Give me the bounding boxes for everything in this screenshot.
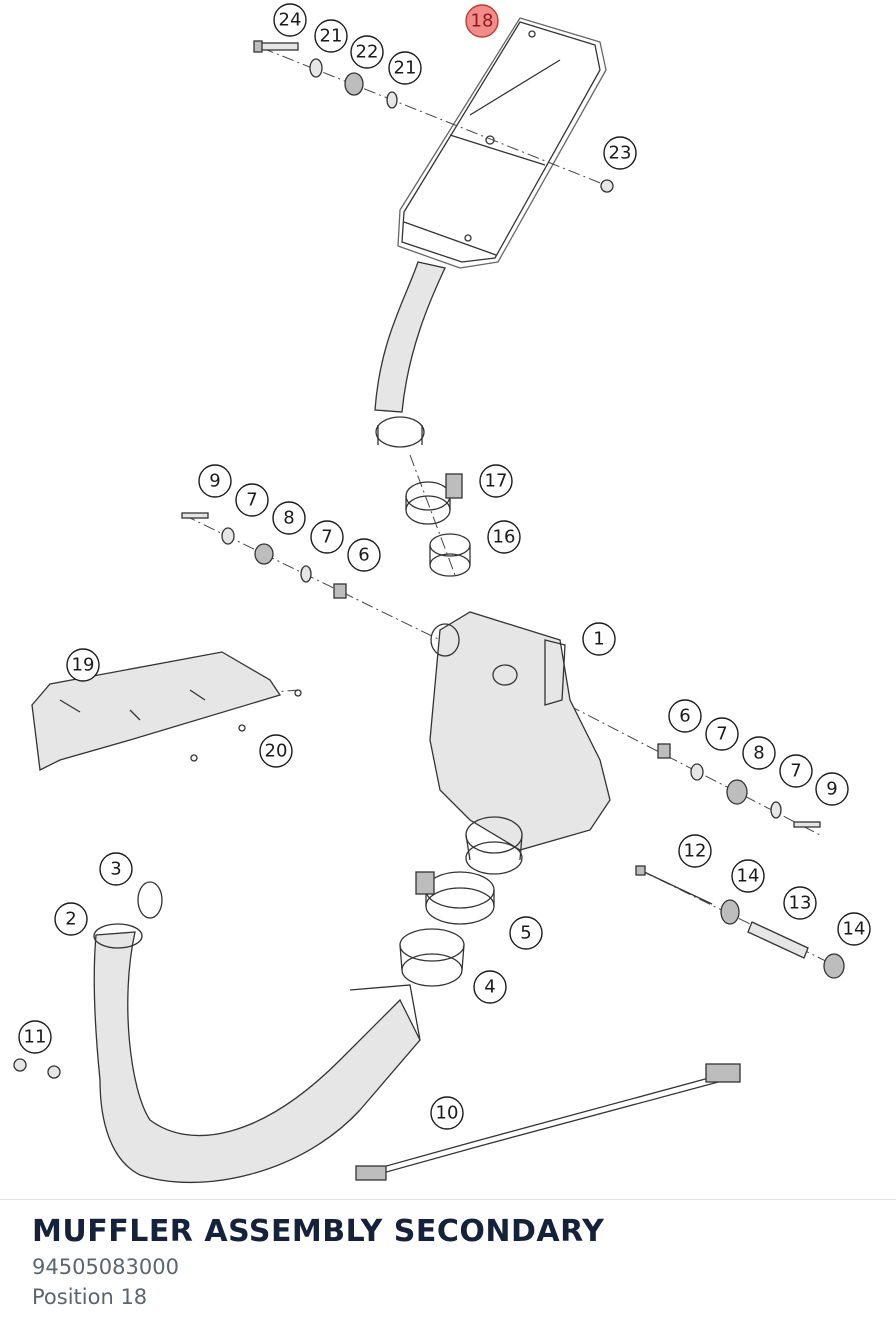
svg-text:3: 3 bbox=[110, 859, 121, 880]
svg-text:16: 16 bbox=[493, 527, 516, 548]
callout-17[interactable]: 17 bbox=[479, 464, 513, 498]
svg-text:4: 4 bbox=[484, 977, 495, 998]
svg-text:8: 8 bbox=[283, 508, 294, 529]
callout-13[interactable]: 13 bbox=[783, 886, 817, 920]
seal-16-part[interactable] bbox=[429, 533, 471, 577]
oxygen-sensor-10-part[interactable] bbox=[355, 1063, 741, 1181]
callout-12[interactable]: 12 bbox=[678, 834, 712, 868]
callout-layer: 24 21 22 21 18 23 17 16 9 7 8 7 6 1 19 2… bbox=[18, 3, 871, 1130]
clamp-5-part[interactable] bbox=[415, 871, 495, 925]
svg-text:14: 14 bbox=[737, 866, 760, 887]
callout-2[interactable]: 2 bbox=[54, 902, 88, 936]
callout-6[interactable]: 6 bbox=[668, 699, 702, 733]
gasket-3-part[interactable] bbox=[137, 881, 163, 919]
grommet-22-part[interactable] bbox=[344, 72, 364, 96]
mount-hardware-right-part[interactable] bbox=[657, 743, 821, 828]
svg-text:1: 1 bbox=[593, 629, 604, 650]
callout-11[interactable]: 11 bbox=[18, 1020, 52, 1054]
clamp-17-part[interactable] bbox=[405, 473, 463, 525]
nut-23-part[interactable] bbox=[600, 179, 614, 193]
callout-21[interactable]: 21 bbox=[314, 19, 348, 53]
bolt-24-part[interactable] bbox=[253, 40, 299, 53]
callout-16[interactable]: 16 bbox=[487, 520, 521, 554]
callout-10[interactable]: 10 bbox=[430, 1096, 464, 1130]
svg-text:23: 23 bbox=[609, 143, 632, 164]
part-caption: MUFFLER ASSEMBLY SECONDARY 94505083000 P… bbox=[32, 1214, 604, 1309]
callout-7[interactable]: 7 bbox=[705, 717, 739, 751]
mount-hardware-left-part[interactable] bbox=[181, 512, 347, 599]
alignment-leaders bbox=[89, 47, 841, 969]
callout-1[interactable]: 1 bbox=[582, 622, 616, 656]
svg-text:2: 2 bbox=[65, 909, 76, 930]
svg-text:8: 8 bbox=[753, 743, 764, 764]
svg-text:7: 7 bbox=[716, 724, 727, 745]
callout-7[interactable]: 7 bbox=[779, 754, 813, 788]
header-pipe-2-part[interactable] bbox=[93, 923, 421, 1184]
callout-19[interactable]: 19 bbox=[66, 648, 100, 682]
washer-21-part[interactable] bbox=[309, 58, 323, 78]
svg-text:5: 5 bbox=[520, 923, 531, 944]
callout-23[interactable]: 23 bbox=[603, 136, 637, 170]
svg-text:20: 20 bbox=[265, 741, 288, 762]
callout-8[interactable]: 8 bbox=[742, 736, 776, 770]
seal-4-part[interactable] bbox=[399, 928, 465, 987]
grommet-14a-part[interactable] bbox=[720, 899, 740, 925]
callout-22[interactable]: 22 bbox=[350, 35, 384, 69]
callout-5[interactable]: 5 bbox=[509, 916, 543, 950]
callout-4[interactable]: 4 bbox=[473, 970, 507, 1004]
svg-text:17: 17 bbox=[485, 471, 508, 492]
callout-21[interactable]: 21 bbox=[388, 51, 422, 85]
svg-text:9: 9 bbox=[209, 471, 220, 492]
svg-text:14: 14 bbox=[843, 919, 866, 940]
callout-20[interactable]: 20 bbox=[259, 734, 293, 768]
svg-text:11: 11 bbox=[24, 1027, 47, 1048]
bolt-12-part[interactable] bbox=[635, 865, 713, 905]
callout-7[interactable]: 7 bbox=[310, 520, 344, 554]
main-muffler-1-part[interactable] bbox=[429, 611, 611, 875]
svg-text:6: 6 bbox=[679, 706, 690, 727]
svg-text:21: 21 bbox=[394, 58, 417, 79]
part-number: 94505083000 bbox=[32, 1255, 179, 1279]
grommet-14b-part[interactable] bbox=[823, 953, 845, 979]
svg-text:7: 7 bbox=[790, 761, 801, 782]
muffler-secondary-part[interactable] bbox=[397, 17, 607, 269]
callout-9[interactable]: 9 bbox=[815, 772, 849, 806]
callout-3[interactable]: 3 bbox=[99, 852, 133, 886]
svg-text:6: 6 bbox=[358, 545, 369, 566]
mid-pipe-part[interactable] bbox=[374, 261, 446, 448]
svg-text:19: 19 bbox=[72, 655, 95, 676]
svg-text:24: 24 bbox=[279, 10, 302, 31]
exploded-parts-diagram: 24 21 22 21 18 23 17 16 9 7 8 7 6 1 19 2… bbox=[13, 3, 871, 1184]
spacer-13-part[interactable] bbox=[747, 921, 809, 959]
callout-9[interactable]: 9 bbox=[198, 464, 232, 498]
callout-18-highlighted[interactable]: 18 bbox=[465, 4, 499, 38]
callout-24[interactable]: 24 bbox=[273, 3, 307, 37]
bracket-19-part[interactable] bbox=[31, 651, 302, 771]
svg-text:12: 12 bbox=[684, 841, 707, 862]
callout-6[interactable]: 6 bbox=[347, 538, 381, 572]
svg-text:13: 13 bbox=[789, 893, 812, 914]
svg-text:7: 7 bbox=[246, 490, 257, 511]
svg-text:22: 22 bbox=[356, 42, 379, 63]
part-position: Position 18 bbox=[32, 1285, 148, 1309]
washer-21b-part[interactable] bbox=[386, 91, 398, 109]
svg-text:10: 10 bbox=[436, 1103, 459, 1124]
caption-divider bbox=[0, 1199, 896, 1200]
callout-14[interactable]: 14 bbox=[731, 859, 765, 893]
part-title: MUFFLER ASSEMBLY SECONDARY bbox=[32, 1214, 605, 1249]
svg-text:9: 9 bbox=[826, 779, 837, 800]
callout-8[interactable]: 8 bbox=[272, 501, 306, 535]
callout-14[interactable]: 14 bbox=[837, 912, 871, 946]
callout-7[interactable]: 7 bbox=[235, 483, 269, 517]
nuts-11-part[interactable] bbox=[13, 1058, 61, 1079]
svg-text:7: 7 bbox=[321, 527, 332, 548]
svg-text:21: 21 bbox=[320, 26, 343, 47]
svg-text:18: 18 bbox=[471, 11, 494, 32]
